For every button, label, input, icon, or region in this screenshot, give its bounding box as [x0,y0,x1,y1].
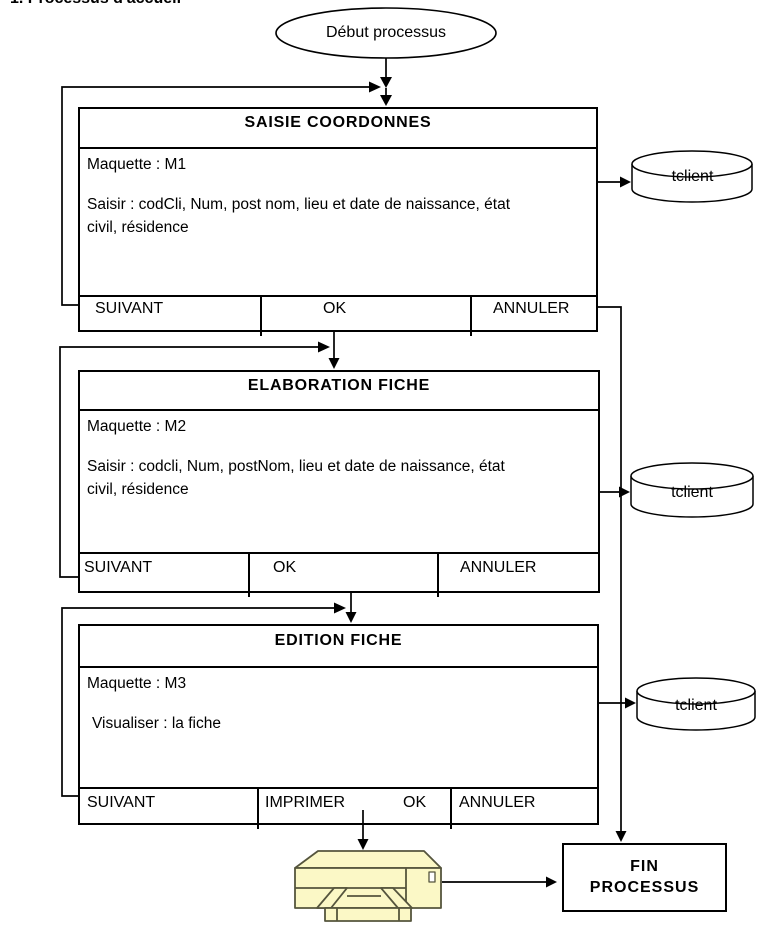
box-title: ELABORATION FICHE [80,372,598,411]
process-box-edition-fiche: EDITION FICHE Maquette : M3 Visualiser :… [78,624,599,829]
box-body: Maquette : M3 Visualiser : la fiche [80,672,597,787]
button-row: SUIVANT OK ANNULER [80,552,598,597]
end-label-line1: FIN [630,858,659,875]
button-row: SUIVANT OK ANNULER [80,295,596,336]
box-body: Maquette : M2 Saisir : codcli, Num, post… [80,415,598,552]
maquette-label: Maquette : M3 [87,675,187,692]
button-row: SUIVANT IMPRIMER OK ANNULER [80,787,597,829]
printer-icon [294,850,442,922]
maquette-label: Maquette : M1 [87,156,187,173]
button-suivant: SUIVANT [84,559,153,576]
button-annuler: ANNULER [437,554,598,597]
datastore-label: tclient [671,484,713,501]
box-title: SAISIE COORDONNES [80,109,596,149]
end-label-line2: PROCESSUS [589,879,700,896]
end-terminator: FIN PROCESSUS [562,843,727,912]
button-suivant: SUIVANT [95,300,164,317]
datastore-label: tclient [671,168,714,185]
button-ok: OK [260,297,470,336]
body-line: civil, résidence [87,219,189,236]
button-annuler: ANNULER [450,789,597,829]
button-suivant: SUIVANT [87,794,156,811]
button-imprimer-ok-cell: IMPRIMER OK [257,789,450,829]
maquette-label: Maquette : M2 [87,418,187,435]
button-annuler: ANNULER [470,297,596,336]
body-line: Saisir : codcli, Num, postNom, lieu et d… [87,458,505,475]
start-terminator-label: Début processus [325,24,447,41]
process-box-elaboration-fiche: ELABORATION FICHE Maquette : M2 Saisir :… [78,370,600,597]
section-heading: 1. Processus d'accueil [10,0,181,8]
datastore-label: tclient [675,697,717,714]
body-line: Saisir : codCli, Num, post nom, lieu et … [87,196,511,213]
button-ok: OK [248,554,437,597]
box-title: EDITION FICHE [80,626,597,668]
button-imprimer: IMPRIMER [265,794,345,811]
process-box-saisie-coordonnes: SAISIE COORDONNES Maquette : M1 Saisir :… [78,107,598,336]
button-ok: OK [403,794,427,811]
body-line: Visualiser : la fiche [92,715,221,732]
body-line: civil, résidence [87,481,189,498]
box-body: Maquette : M1 Saisir : codCli, Num, post… [80,153,596,295]
